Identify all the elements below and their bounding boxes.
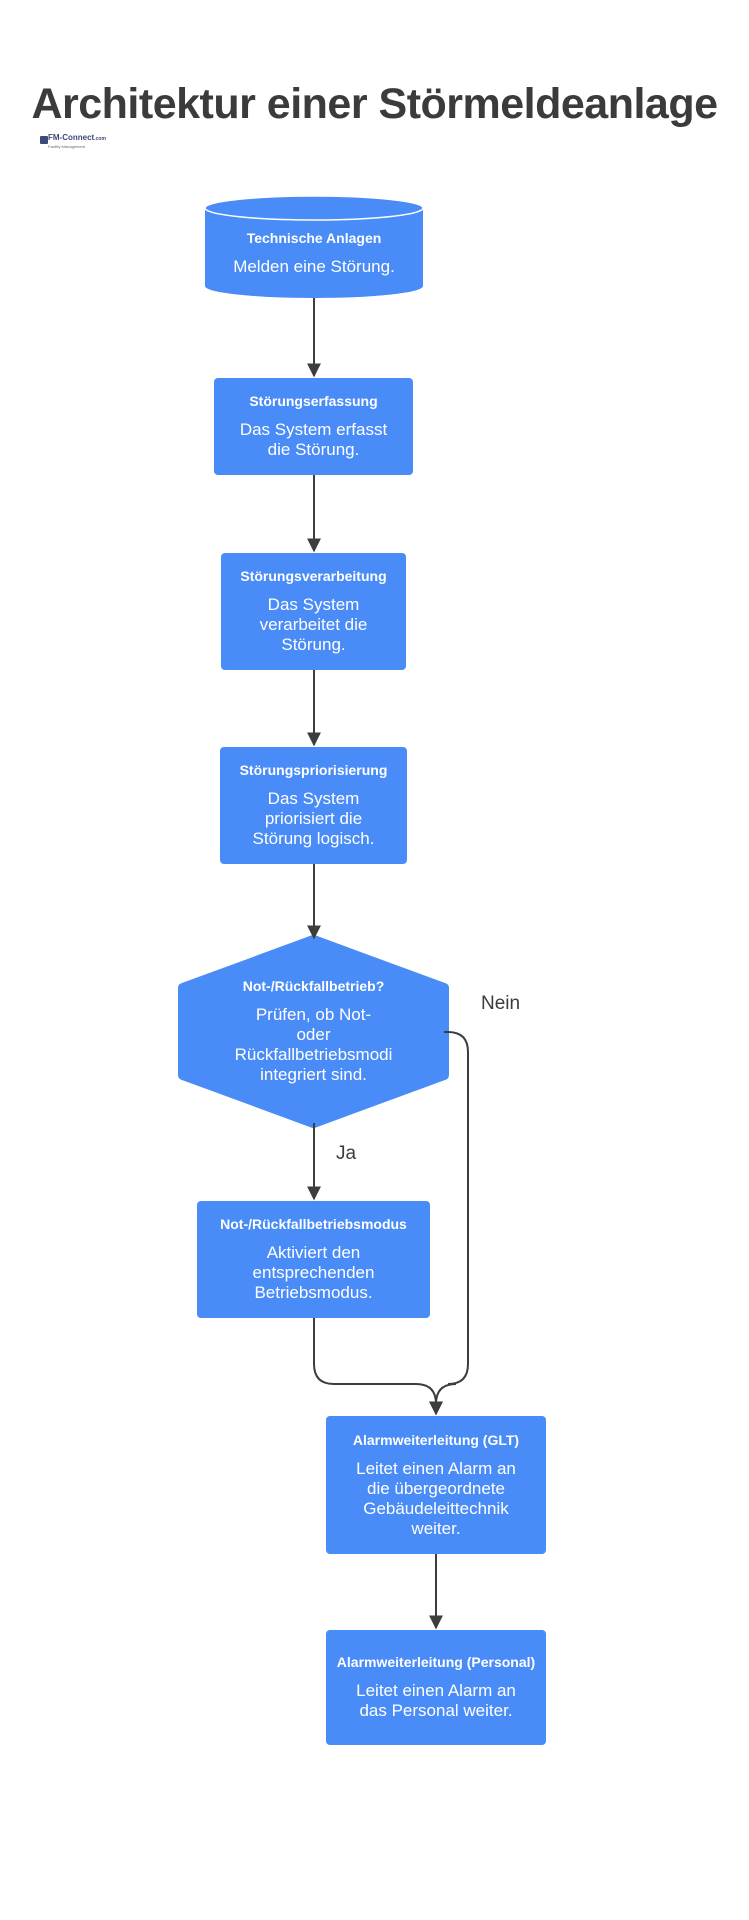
node-description-line: Das System erfasst (239, 420, 388, 439)
node-shape-alarm-personal (326, 1630, 546, 1745)
edge-rueckfallbetrieb-frage-to-alarm-glt (429, 1031, 469, 1416)
edge-label-ja: Ja (336, 1143, 357, 1164)
node-title: Störungserfassung (249, 393, 378, 409)
node-title: Not-/Rückfallbetriebsmodus (220, 1216, 407, 1232)
node-description-line: oder (296, 1025, 331, 1044)
diagram-title: Architektur einer Störmeldeanlage (31, 80, 718, 128)
node-description-line: verarbeitet die (259, 615, 368, 634)
logo-icon (40, 136, 48, 144)
node-title: Alarmweiterleitung (GLT) (352, 1431, 520, 1448)
node-shape-stoerungspriorisierung (220, 747, 407, 864)
node-alarm-glt: Alarmweiterleitung (GLT) Leitet einen Ala… (326, 1416, 546, 1554)
edge-rueckfallbetriebsmodus-to-alarm-glt (313, 1318, 443, 1416)
node-title: Störungsverarbeitung (240, 568, 387, 584)
node-description-line: Leitet einen Alarm an (356, 1681, 516, 1700)
node-alarm-personal: Alarmweiterleitung (Personal) Leitet eine… (326, 1630, 546, 1745)
node-description-line: das Personal weiter. (359, 1701, 513, 1720)
node-description-line: Melden eine Störung. (233, 256, 395, 276)
node-title: Störungspriorisierung (239, 762, 388, 778)
company-logo: FM-Connect.com Facility Management (40, 132, 106, 154)
node-description-line: die übergeordnete (366, 1478, 505, 1498)
node-shapes (178, 195, 546, 1745)
node-shape-technische-anlagen (204, 195, 424, 298)
edges (307, 298, 469, 1630)
node-description-line: Prüfen, ob Not- (255, 1005, 372, 1024)
node-title: Alarmweiterleitung (Personal) (336, 1654, 536, 1670)
node-description-line: die Störung. (267, 440, 360, 459)
node-title: Not-/Rückfallbetrieb? (242, 978, 385, 994)
node-shape-alarm-glt (326, 1416, 546, 1554)
logo-text: FM-Connect (48, 133, 95, 142)
node-description-line: Das System (267, 789, 360, 808)
node-rueckfallbetrieb-frage: Not-/Rückfallbetrieb? Prüfen, ob Not-oder… (183, 940, 444, 1123)
node-description-line: priorisiert die (264, 809, 363, 828)
node-title: Technische Anlagen (246, 229, 382, 246)
node-description-line: weiter. (411, 1518, 461, 1538)
node-description-line: Aktiviert den (266, 1243, 361, 1262)
node-shape-stoerungsverarbeitung (221, 553, 406, 670)
node-description-line: Betriebsmodus. (254, 1283, 373, 1302)
node-description-line: Rückfallbetriebsmodi (234, 1045, 393, 1064)
node-description: Melden eine Störung. (233, 257, 395, 277)
logo-suffix: .com (94, 136, 106, 142)
node-description-line: Gebäudeleittechnik (363, 1498, 509, 1518)
node-description-line: integriert sind. (260, 1065, 367, 1084)
edge-label-nein: Nein (481, 993, 521, 1014)
node-description-line: Störung logisch. (252, 829, 375, 848)
node-description-line: entsprechenden (252, 1263, 375, 1282)
node-shape-rueckfallbetriebsmodus (197, 1201, 430, 1318)
node-description-line: Das System (267, 595, 360, 614)
node-description-line: Leitet einen Alarm an (356, 1458, 516, 1478)
node-description-line: Störung. (281, 635, 346, 654)
node-shape-stoerungserfassung (214, 378, 413, 475)
logo-tagline: Facility Management (48, 144, 85, 149)
